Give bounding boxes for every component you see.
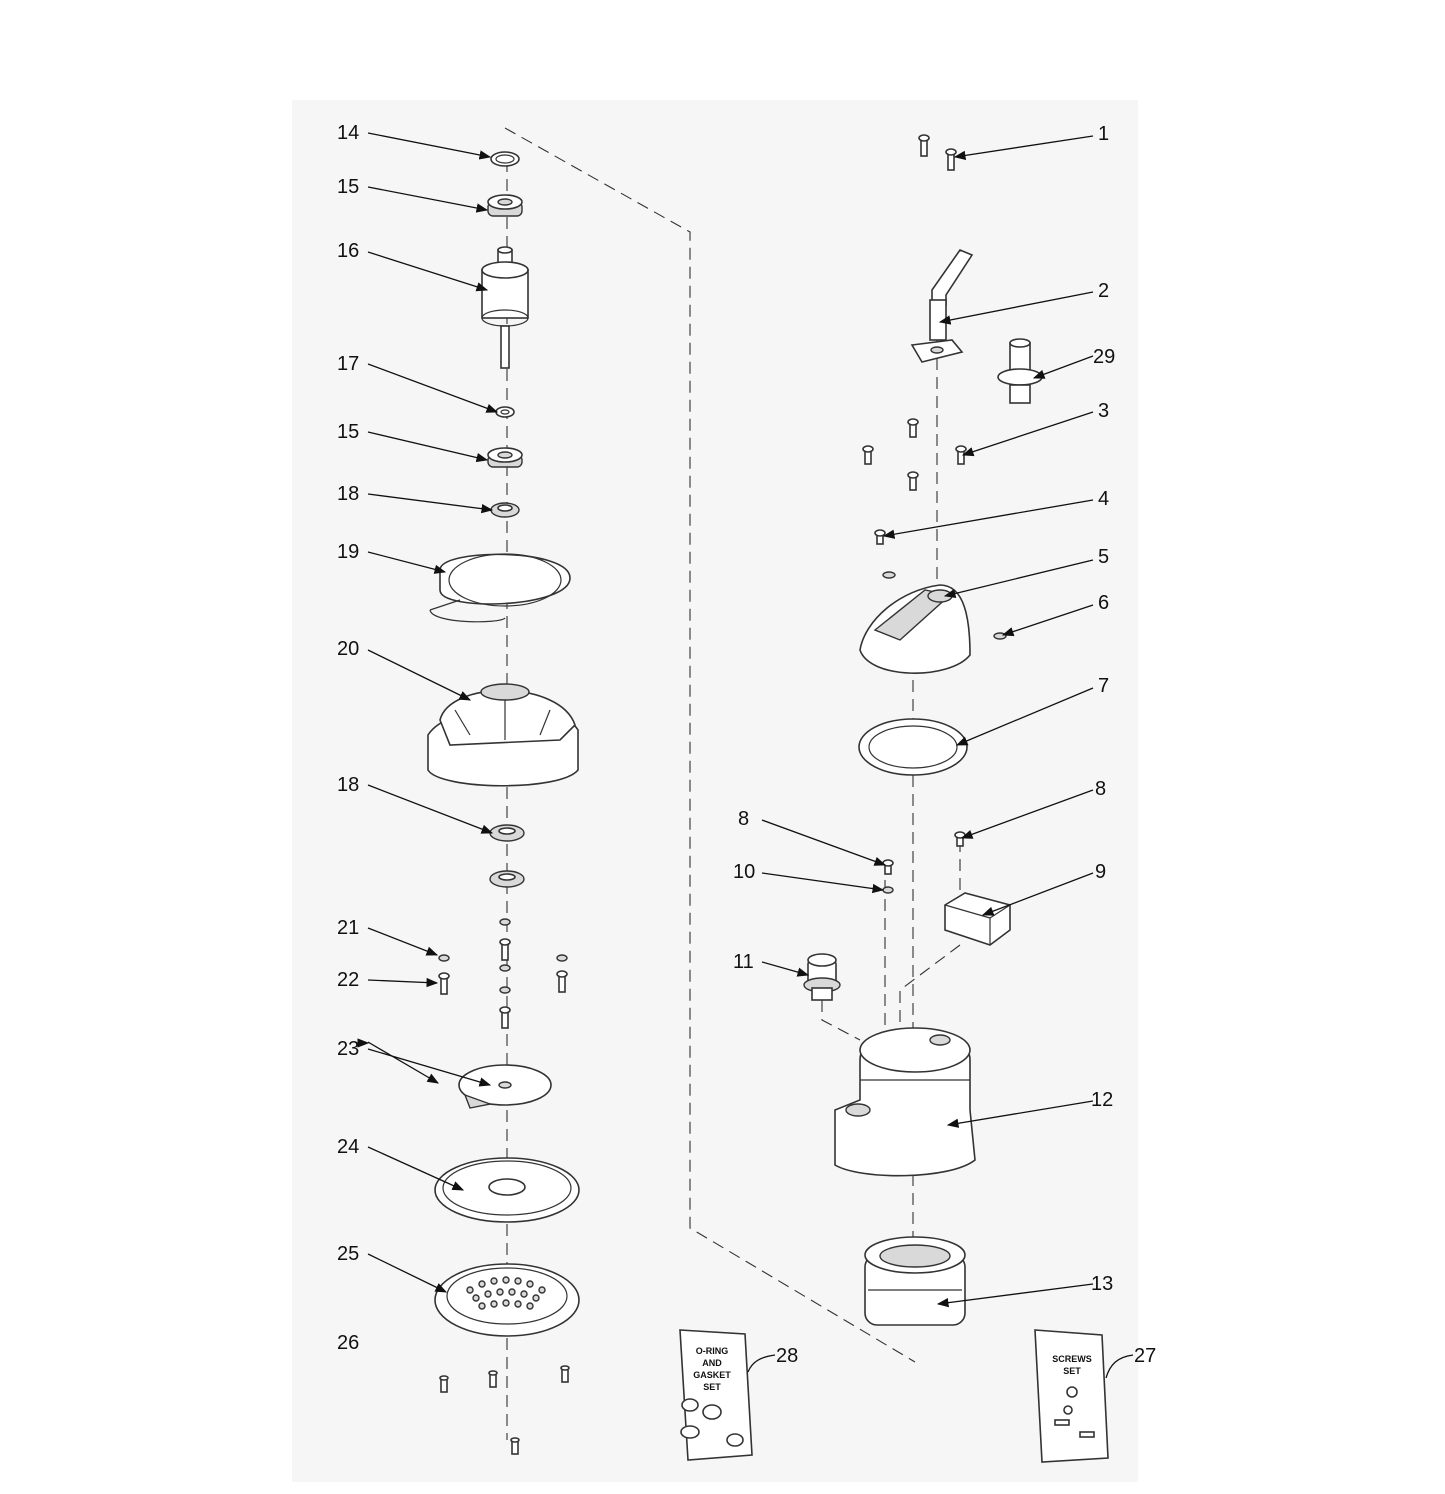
callout-15a: 15: [337, 176, 359, 198]
callout-7: 7: [1098, 675, 1109, 697]
part-18-upper-seal: [490, 502, 520, 518]
callout-26-label: 26: [337, 1332, 359, 1354]
part-14-oring: [490, 151, 520, 167]
part-4-screw: [874, 529, 886, 545]
callout-29: 29: [1093, 346, 1115, 368]
part-2-float-switch: [910, 249, 974, 363]
part-10-washer: [882, 886, 894, 894]
part-19-gasket: [429, 553, 571, 623]
kit-27-line-1: SCREWS: [1052, 1354, 1092, 1364]
kit-28-line-3: GASKET: [693, 1370, 731, 1380]
kit-28-line-2: AND: [702, 1358, 722, 1368]
part-6-washer: [993, 632, 1007, 640]
callout-13: 13: [1091, 1273, 1113, 1295]
callout-1: 1: [1098, 123, 1109, 145]
callout-28: 28: [776, 1345, 798, 1367]
part-16-rotor-shaft: [481, 246, 529, 369]
part-27-screws-kit: SCREWS SET: [1034, 1329, 1109, 1463]
callout-21: 21: [337, 917, 359, 939]
callout-17: 17: [337, 353, 359, 375]
part-17-washer: [495, 406, 515, 418]
part-5-handle-cover: [859, 571, 971, 674]
part-12-motor-housing: [834, 1027, 976, 1177]
callout-24: 24: [337, 1136, 359, 1158]
part-23-impeller: [458, 1064, 552, 1109]
callout-16: 16: [337, 240, 359, 262]
callout-8-right: 8: [1095, 778, 1106, 800]
part-15-lower-bearing: [487, 447, 523, 468]
callout-2: 2: [1098, 280, 1109, 302]
callout-3: 3: [1098, 400, 1109, 422]
part-26-base-screws: [439, 1365, 570, 1455]
callout-20: 20: [337, 638, 359, 660]
part-28-oring-gasket-kit: O-RING AND GASKET SET: [679, 1329, 753, 1461]
part-7-gasket: [858, 718, 968, 776]
seal-ring: [489, 870, 525, 888]
part-18-lower-seal: [489, 824, 525, 842]
kit-27-line-2: SET: [1063, 1366, 1081, 1376]
callout-11: 11: [733, 951, 754, 973]
callout-18b: 18: [337, 774, 359, 796]
diagram-sheet: [292, 100, 1138, 1482]
callout-22: 22: [337, 969, 359, 991]
part-22-bolts: [438, 938, 568, 1029]
part-29-cord-grommet: [997, 338, 1043, 404]
callout-15b: 15: [337, 421, 359, 443]
callout-9: 9: [1095, 861, 1106, 883]
callout-12: 12: [1091, 1089, 1113, 1111]
part-25-strainer-base: [434, 1263, 580, 1337]
part-3-screws: [862, 418, 967, 491]
part-21-washers: [438, 918, 568, 994]
callout-14: 14: [337, 122, 359, 144]
kit-28-line-1: O-RING: [696, 1346, 729, 1356]
part-13-volute: [864, 1236, 966, 1326]
callout-27: 27: [1134, 1345, 1156, 1367]
callout-4: 4: [1098, 488, 1109, 510]
kit-28-line-4: SET: [703, 1382, 721, 1392]
part-15-upper-bearing: [487, 194, 523, 217]
callout-18a: 18: [337, 483, 359, 505]
part-9-capacitor: [944, 892, 1011, 946]
callout-leaders: [367, 132, 1134, 1379]
part-20-seal-plate: [427, 683, 579, 787]
part-8-screws: [882, 831, 966, 875]
callout-8-left: 8: [738, 808, 749, 830]
callout-23: 23: [337, 1038, 359, 1060]
part-24-wear-plate: [434, 1157, 580, 1223]
callout-25: 25: [337, 1243, 359, 1265]
callout-10: 10: [733, 861, 755, 883]
part-1-screws: [918, 134, 957, 171]
part-11-cable-gland: [803, 953, 841, 1001]
callout-labels: 14 15 16 17 15 18 19 20 18 21 22 23 24 2…: [337, 122, 1156, 1367]
callout-5: 5: [1098, 546, 1109, 568]
callout-6: 6: [1098, 592, 1109, 614]
callout-19: 19: [337, 541, 359, 563]
